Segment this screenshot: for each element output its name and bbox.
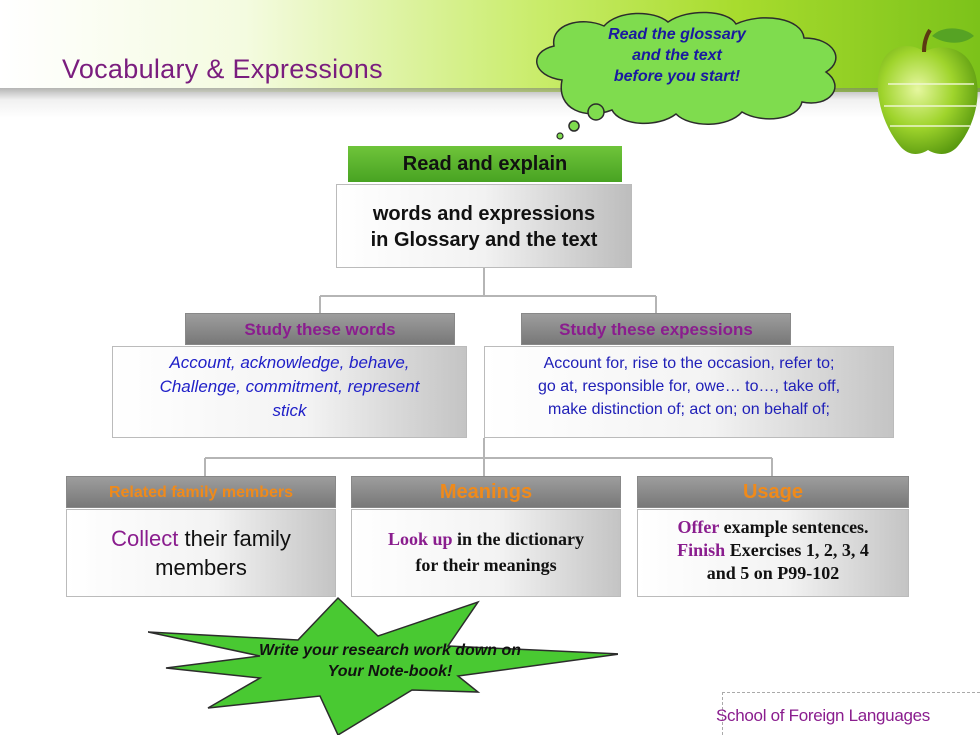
expressions-line: go at, responsible for, owe… to…, take o…: [537, 378, 841, 395]
starburst: [148, 596, 618, 735]
glossary-box: words and expressions in Glossary and th…: [336, 184, 632, 268]
read-explain-heading: Read and explain: [348, 146, 622, 182]
glossary-line: words and expressions: [372, 203, 596, 225]
starburst-text: Write your research work down on Your No…: [200, 640, 580, 682]
words-line: stick: [272, 401, 307, 420]
star-line: Write your research work down on: [259, 642, 521, 659]
cloud-line: and the text: [632, 47, 722, 64]
cloud-line: before you start!: [613, 68, 741, 85]
finish-verb: Finish: [677, 540, 726, 560]
meanings-text: in the dictionary: [452, 529, 585, 549]
meanings-line-2: for their meanings: [415, 555, 557, 575]
meanings-box: Look up in the dictionary for their mean…: [351, 509, 621, 597]
page-title: Vocabulary & Expressions: [62, 54, 383, 84]
footer-frame: [722, 692, 980, 735]
usage-line-3: and 5 on P99-102: [706, 563, 840, 583]
study-words-heading: Study these words: [185, 313, 455, 345]
related-family-heading: Related family members: [66, 476, 336, 508]
usage-line-2: Finish Exercises 1, 2, 3, 4: [638, 539, 908, 562]
offer-verb: Offer: [677, 517, 720, 537]
words-line: Challenge, commitment, represent: [159, 377, 420, 396]
study-expressions-heading: Study these expessions: [521, 313, 791, 345]
look-up-verb: Look up: [387, 529, 453, 549]
glossary-line: in Glossary and the text: [370, 229, 598, 251]
words-line: Account, acknowledge, behave,: [169, 353, 410, 372]
usage-text-2: Exercises 1, 2, 3, 4: [725, 540, 869, 560]
cloud-text: Read the glossary and the text before yo…: [552, 24, 802, 87]
usage-line-1: Offer example sentences.: [638, 516, 908, 539]
apple-icon: [877, 28, 978, 155]
thought-cloud: [536, 11, 837, 140]
footer-school-name: School of Foreign Languages: [716, 706, 931, 725]
related-line-1: Collect their family: [67, 524, 335, 553]
words-box: Account, acknowledge, behave, Challenge,…: [112, 346, 467, 438]
related-text: their family: [178, 526, 291, 551]
expressions-line: Account for, rise to the occasion, refer…: [543, 355, 835, 372]
usage-heading: Usage: [637, 476, 909, 508]
related-line-2: members: [155, 555, 247, 580]
related-family-box: Collect their family members: [66, 509, 336, 597]
usage-text-1: example sentences.: [719, 517, 869, 537]
cloud-line: Read the glossary: [608, 26, 746, 43]
expressions-box: Account for, rise to the occasion, refer…: [484, 346, 894, 438]
meanings-heading: Meanings: [351, 476, 621, 508]
star-line: Your Note-book!: [327, 663, 453, 680]
expressions-line: make distinction of; act on; on behalf o…: [548, 401, 830, 418]
meanings-line-1: Look up in the dictionary: [352, 526, 620, 552]
usage-box: Offer example sentences. Finish Exercise…: [637, 509, 909, 597]
collect-verb: Collect: [111, 526, 179, 551]
